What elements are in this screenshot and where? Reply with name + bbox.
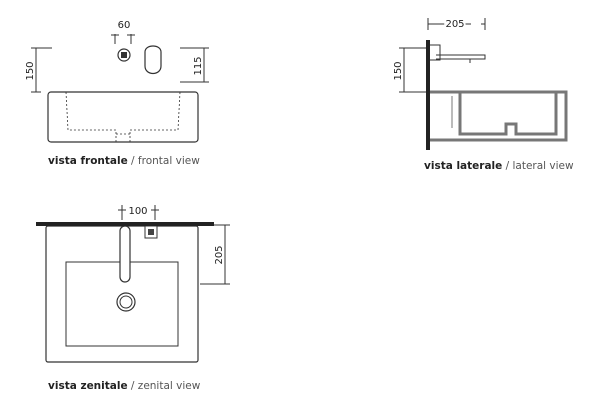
caption-top-rest: / zenital view <box>127 380 201 392</box>
drain-outer <box>116 292 136 312</box>
dim-205-label: 205 <box>445 19 464 30</box>
dim-60-label: 60 <box>118 20 131 31</box>
caption-lateral: vista laterale / lateral view <box>424 160 574 172</box>
dim-205-mask <box>471 17 481 29</box>
caption-lateral-bold: vista laterale <box>424 160 503 172</box>
dim-150-lat-label: 150 <box>393 61 404 80</box>
dim-115-label: 115 <box>193 56 204 75</box>
basin-side-outer <box>430 90 568 142</box>
drain-inner <box>119 295 133 309</box>
basin-inner-hidden <box>65 91 181 142</box>
caption-frontal-bold: vista frontale <box>48 155 128 167</box>
spout-front <box>144 45 162 75</box>
dim-100-label: 100 <box>128 206 147 217</box>
caption-lateral-rest: / lateral view <box>502 160 574 172</box>
basin-front <box>47 91 199 143</box>
wall <box>426 40 430 150</box>
mixer-side <box>430 44 441 61</box>
basin-side-inner <box>458 92 558 136</box>
caption-frontal: vista frontale / frontal view <box>48 155 200 167</box>
caption-top: vista zenitale / zenital view <box>48 380 200 392</box>
frontal-view <box>31 34 209 143</box>
mixer-knob-center <box>121 52 127 58</box>
caption-frontal-rest: / frontal view <box>127 155 200 167</box>
mixer-top-center <box>148 229 154 235</box>
dim-150-label: 150 <box>25 61 36 80</box>
mixer-knob <box>117 48 131 62</box>
caption-top-bold: vista zenitale <box>48 380 128 392</box>
lateral-view <box>399 18 568 142</box>
wall-top <box>36 222 214 226</box>
dim-205-top-label: 205 <box>214 245 225 264</box>
spout-top <box>119 225 131 283</box>
spout-side <box>436 54 486 60</box>
top-view <box>45 205 230 363</box>
